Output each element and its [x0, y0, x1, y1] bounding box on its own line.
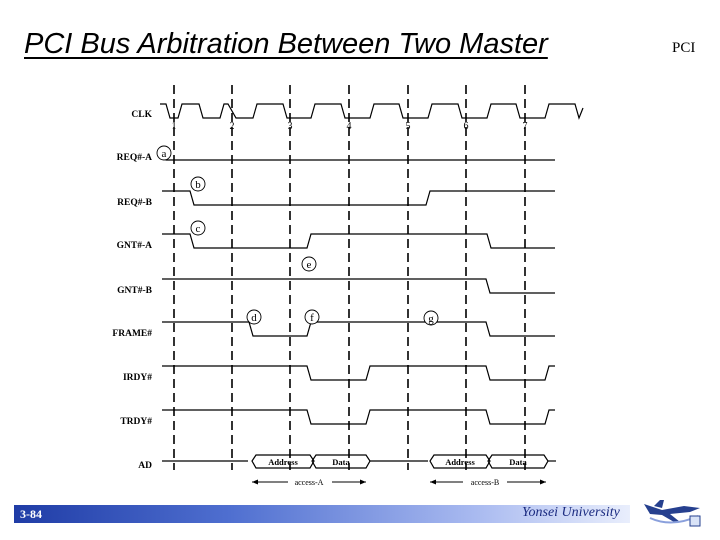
- clock-number-7: 7: [523, 121, 528, 132]
- signal-label-irdy: IRDY#: [123, 373, 152, 383]
- slide-title: PCI Bus Arbitration Between Two Master: [24, 28, 548, 60]
- access-b-label-bg: [463, 477, 507, 487]
- trdy-waveform: [162, 409, 555, 425]
- gnt-a-waveform: [162, 233, 555, 249]
- access-a-label: access-A: [295, 478, 324, 487]
- clock-number-5: 5: [406, 121, 411, 132]
- ad-phase-address-a: [251, 454, 315, 469]
- signal-label-trdy: TRDY#: [120, 417, 152, 427]
- irdy-waveform: [162, 365, 555, 381]
- clock-number-3: 3: [288, 121, 293, 132]
- page-number: 3-84: [20, 507, 42, 521]
- access-b-label: access-B: [471, 478, 499, 487]
- university-name: Yonsei University: [522, 505, 620, 520]
- access-b-arrowhead-left: [430, 479, 436, 485]
- signal-label-gnt-a: GNT#-A: [117, 241, 153, 251]
- event-marker-b-ring: [190, 176, 206, 192]
- event-marker-a-ring: [156, 145, 172, 161]
- signal-label-gnt-b: GNT#-B: [117, 286, 153, 296]
- event-marker-g: g: [428, 313, 434, 325]
- signal-label-req-b: REQ#-B: [117, 198, 153, 208]
- footer-bar: [14, 505, 630, 523]
- ad-phase-address-b: [429, 454, 491, 469]
- ad-phase-data-a: [311, 454, 371, 469]
- signal-label-clk: CLK: [131, 110, 152, 120]
- event-marker-g-ring: [423, 310, 439, 326]
- signal-label-req-a: REQ#-A: [117, 153, 153, 163]
- access-a-arrowhead-left: [252, 479, 258, 485]
- access-a-label-bg: [288, 477, 332, 487]
- bus-phase-address-b: Address: [445, 457, 475, 467]
- signal-label-ad: AD: [138, 461, 152, 471]
- req-a-waveform: [161, 145, 555, 161]
- clk-waveform: [160, 103, 584, 120]
- event-marker-c-ring: [190, 220, 206, 236]
- access-a-arrowhead-right: [360, 479, 366, 485]
- signal-label-frame: FRAME#: [112, 329, 152, 339]
- timing-diagram: CLK REQ#-A REQ#-B GNT#-A GNT#-B FRAME# I…: [112, 85, 584, 487]
- slide-tag: PCI: [672, 40, 696, 56]
- gnt-b-waveform: [162, 278, 555, 294]
- event-marker-f-ring: [304, 309, 320, 325]
- bus-phase-address-a: Address: [268, 457, 298, 467]
- event-marker-f: f: [310, 312, 314, 324]
- clock-number-1: 1: [172, 121, 177, 132]
- clock-number-4: 4: [347, 121, 352, 132]
- airplane-logo-icon: [644, 500, 701, 527]
- event-marker-d: d: [251, 312, 257, 324]
- clock-number-2: 2: [230, 121, 235, 132]
- bus-phase-data-a: Data: [332, 457, 350, 467]
- event-marker-a: a: [162, 148, 167, 160]
- event-marker-b: b: [195, 179, 201, 191]
- access-b-arrowhead-right: [540, 479, 546, 485]
- frame-waveform: [162, 321, 555, 337]
- req-b-waveform: [162, 190, 555, 206]
- event-marker-e: e: [307, 259, 312, 271]
- bus-phase-data-b: Data: [509, 457, 527, 467]
- clock-number-6: 6: [464, 121, 469, 132]
- ad-phase-data-b: [487, 454, 549, 469]
- event-marker-d-ring: [246, 309, 262, 325]
- event-marker-c: c: [196, 223, 201, 235]
- event-marker-e-ring: [301, 256, 317, 272]
